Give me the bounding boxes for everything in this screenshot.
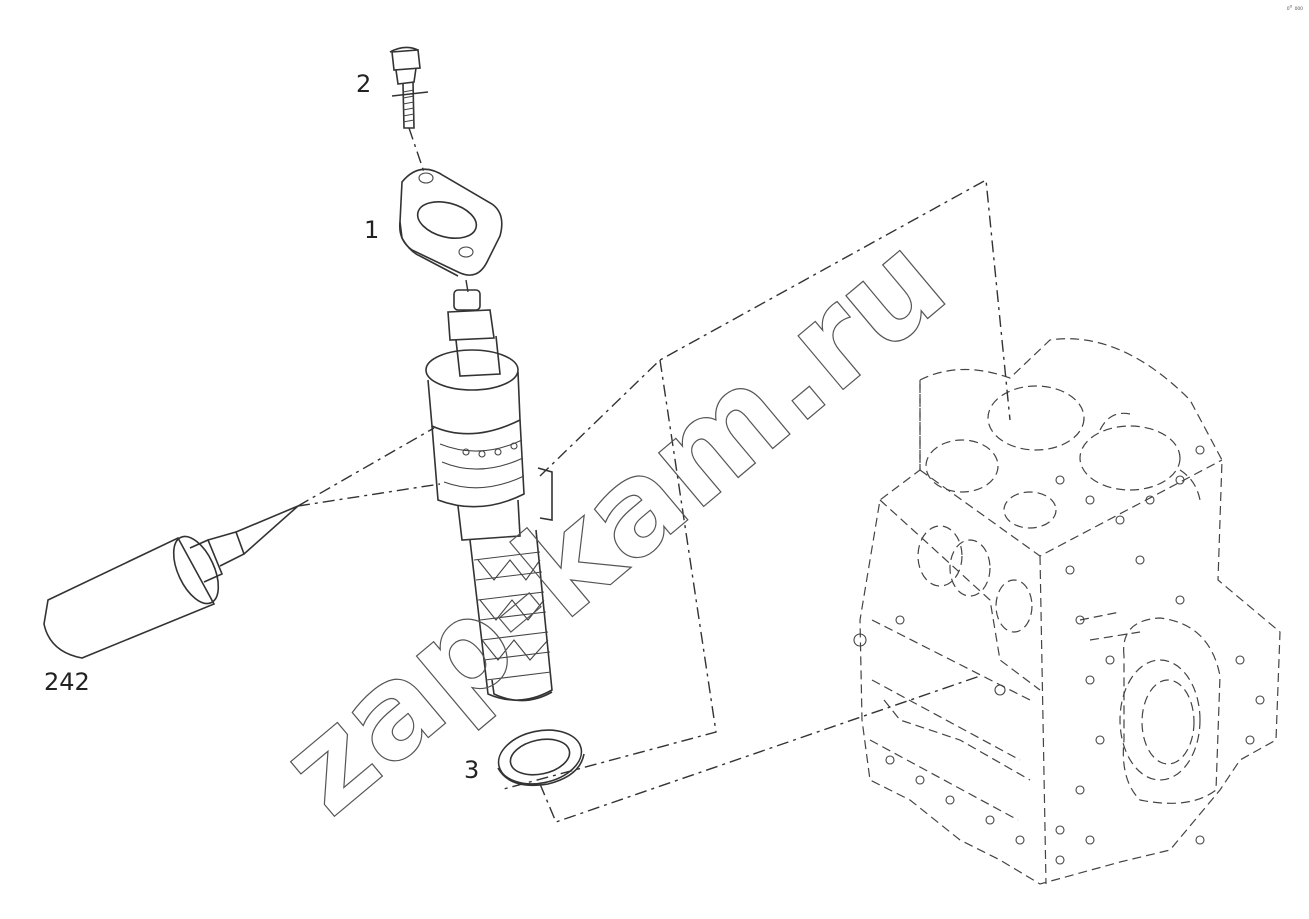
callout-part-242: 242 [44,668,90,696]
callout-part-3: 3 [464,756,480,784]
callout-part-1: 1 [364,216,380,244]
sealant-tube [43,505,299,659]
flange-plate [398,168,503,277]
bolt [389,46,429,129]
assembly-leader-lines [297,127,1011,823]
engine-block [853,338,1281,885]
valve-assembly [425,289,553,702]
callout-part-2: 2 [356,70,372,98]
o-ring [497,729,585,787]
corner-code: ₀⁰ ₀₀₀ [1286,4,1303,12]
